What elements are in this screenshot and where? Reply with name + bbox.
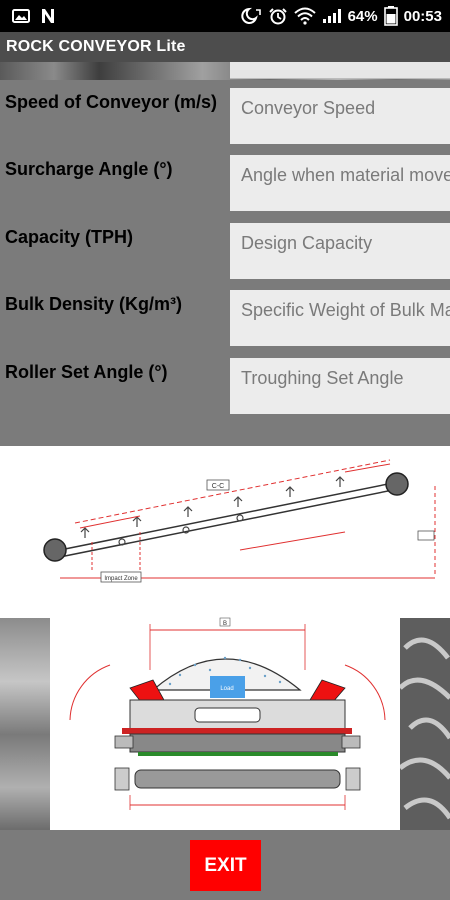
clock: 00:53 xyxy=(403,7,442,25)
cc-label: C-C xyxy=(212,483,224,490)
alarm-icon xyxy=(268,7,288,25)
top-dim-label: B xyxy=(223,621,227,627)
surcharge-row: Surcharge Angle (°) Angle when material … xyxy=(0,147,450,211)
battery-icon xyxy=(383,6,398,26)
signal-icon xyxy=(322,8,342,24)
battery-percent: 64% xyxy=(347,7,378,25)
surcharge-input[interactable]: Angle when material moves xyxy=(230,155,450,211)
n-app-icon xyxy=(40,8,56,24)
belt-photo-right xyxy=(400,618,450,830)
image-icon xyxy=(12,8,30,24)
moon-phone-icon xyxy=(240,7,262,25)
speed-label: Speed of Conveyor (m/s) xyxy=(5,92,218,112)
capacity-row: Capacity (TPH) Design Capacity xyxy=(0,215,450,279)
bulk-density-row: Bulk Density (Kg/m³) Specific Weight of … xyxy=(0,282,450,346)
capacity-input[interactable]: Design Capacity xyxy=(230,223,450,279)
speed-input[interactable]: Conveyor Speed xyxy=(230,88,450,144)
roller-angle-label: Roller Set Angle (°) xyxy=(5,362,168,382)
wifi-icon xyxy=(293,7,316,25)
status-bar: 64% 00:53 xyxy=(0,0,450,32)
roller-angle-row: Roller Set Angle (°) Troughing Set Angle xyxy=(0,350,450,414)
bulk-density-label: Bulk Density (Kg/m³) xyxy=(5,294,183,314)
app-title: ROCK CONVEYOR Lite xyxy=(6,38,186,55)
conveyor-side-view-diagram: C-C Impact Zone xyxy=(0,446,450,594)
app-bar: ROCK CONVEYOR Lite xyxy=(0,32,450,62)
capacity-label: Capacity (TPH) xyxy=(5,227,134,247)
bulk-density-input[interactable]: Specific Weight of Bulk Material xyxy=(230,290,450,346)
partial-input-field[interactable] xyxy=(230,62,450,79)
belt-photo-left xyxy=(0,618,50,830)
impact-zone-label: Impact Zone xyxy=(104,576,138,582)
speed-row: Speed of Conveyor (m/s) Conveyor Speed xyxy=(0,80,450,144)
roller-angle-input[interactable]: Troughing Set Angle xyxy=(230,358,450,414)
input-form: Speed of Conveyor (m/s) Conveyor Speed S… xyxy=(0,80,450,446)
idler-cross-section-diagram: B Load xyxy=(50,610,400,830)
exit-button[interactable]: EXIT xyxy=(190,840,261,891)
surcharge-label: Surcharge Angle (°) xyxy=(5,159,173,179)
material-label: Load xyxy=(220,686,233,692)
